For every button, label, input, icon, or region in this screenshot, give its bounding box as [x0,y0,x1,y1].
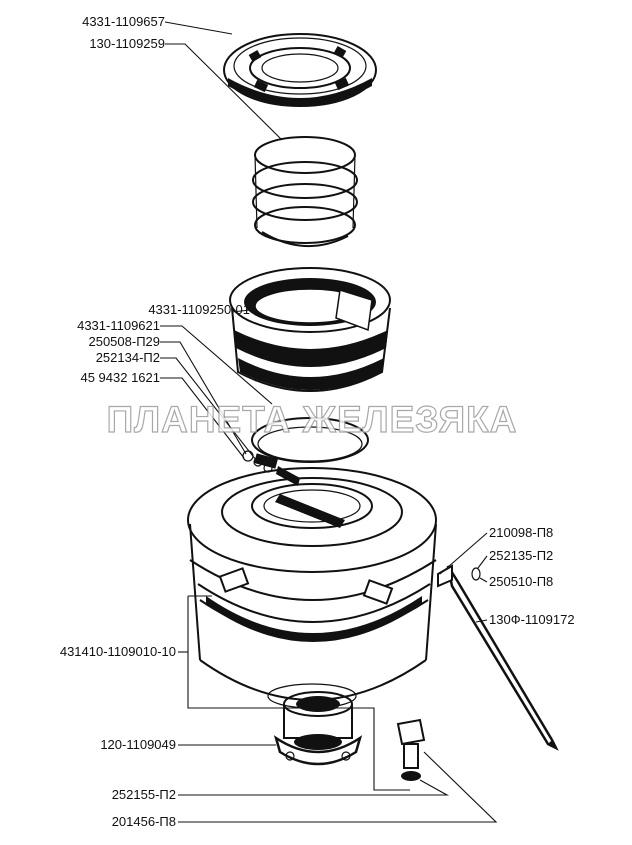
label-431410-1109010-10: 431410-1109010-10 [60,644,176,659]
filter-element-coils-part [252,136,358,247]
leader-lines [160,21,498,823]
label-201456-p8: 201456-П8 [112,814,176,829]
label-252134-p2: 252134-П2 [96,350,160,365]
label-210098-p8: 210098-П8 [489,525,553,540]
filter-body-part [187,467,437,709]
label-130-1109259: 130-1109259 [89,36,165,51]
label-252155-p2: 252155-П2 [112,787,176,802]
label-4331-1109657: 4331-1109657 [82,14,165,29]
label-120-1109049: 120-1109049 [100,737,176,752]
filter-insert-part [229,267,391,392]
label-45-9432-1621: 45 9432 1621 [80,370,160,385]
label-252135-p2: 252135-П2 [489,548,553,563]
watermark-text: ПЛАНЕТА ЖЕЛЕЗЯКА [107,399,518,440]
label-4331-1109621: 4331-1109621 [77,318,160,333]
support-strap-part [437,564,559,751]
label-4331-1109250-01: 4331-1109250-01 [148,302,250,317]
bolt-part [396,718,426,781]
label-130f-1109172: 130Ф-1109172 [489,612,575,627]
label-250508-p29: 250508-П29 [88,334,160,349]
label-250510-p8: 250510-П8 [489,574,553,589]
clamp-ring-part [242,417,369,486]
lid-ring-part [223,33,377,107]
